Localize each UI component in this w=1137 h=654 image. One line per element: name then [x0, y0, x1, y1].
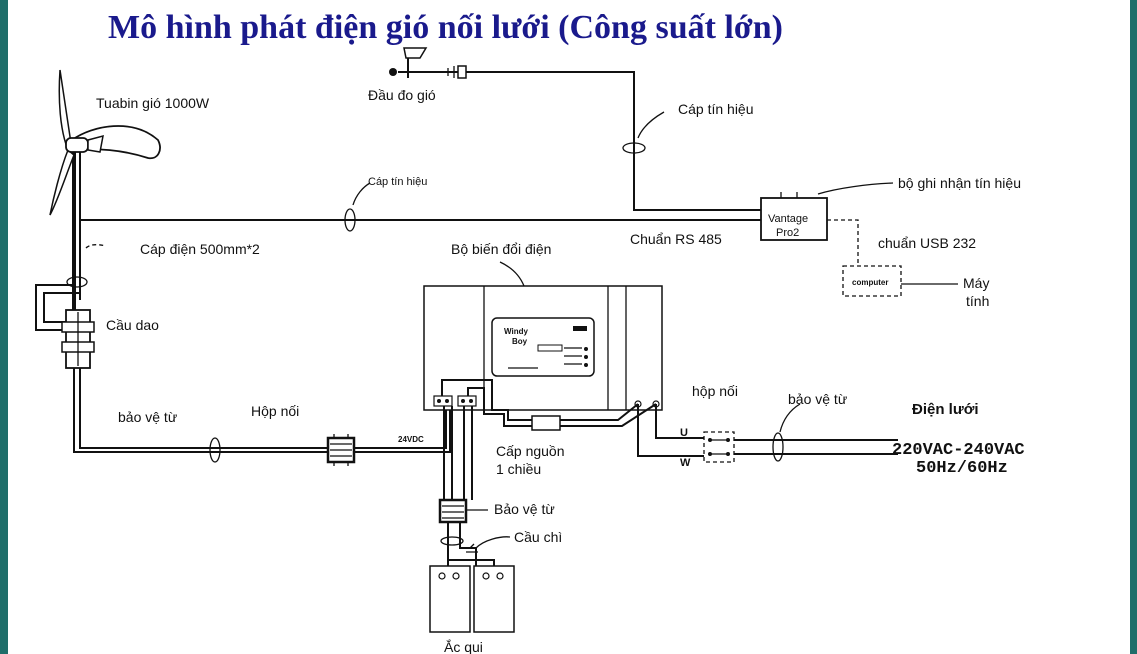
inverter-brand-2: Boy — [512, 337, 528, 346]
fuse-label: Cầu chì — [514, 529, 562, 545]
fuse-icon — [466, 543, 478, 553]
usb232-label: chuẩn USB 232 — [878, 235, 976, 251]
battery-icon-2 — [473, 565, 515, 633]
disconnect-switch-icon — [61, 309, 95, 369]
computer-label-1: Máy — [963, 275, 989, 291]
computer-box-label: computer — [852, 278, 888, 287]
cable-marker-protect-left — [209, 437, 221, 463]
junction-box-left-icon — [326, 434, 356, 466]
inverter-icon — [423, 285, 663, 411]
data-logger-label: bộ ghi nhận tín hiệu — [898, 175, 1021, 191]
grid-frequency: 50Hz/60Hz — [916, 459, 1008, 478]
junction-left-label: Hộp nối — [251, 403, 299, 419]
protect-right-label: bảo vệ từ — [788, 391, 847, 407]
inverter-brand-1: Windy — [504, 327, 528, 336]
power-cable-label: Cáp điện 500mm*2 — [140, 241, 260, 257]
logger-name-1: Vantage — [768, 213, 808, 225]
grid-voltage: 220VAC-240VAC — [892, 441, 1025, 460]
grid-label: Điện lưới — [912, 401, 979, 418]
rs485-label: Chuẩn RS 485 — [630, 231, 722, 247]
diagram-title: Mô hình phát điện gió nối lưới (Công suấ… — [108, 9, 783, 46]
dc-cable-label-1: Cấp nguồn — [496, 443, 565, 459]
data-logger-box — [760, 197, 828, 241]
battery-icon-1 — [429, 565, 471, 633]
wind-sensor-label: Đầu đo gió — [368, 87, 436, 103]
junction-box-battery-icon — [438, 498, 468, 524]
phase-w-label: W — [680, 457, 691, 469]
turbine-label: Tuabin gió 1000W — [96, 95, 210, 111]
switch-label: Cầu dao — [106, 317, 159, 333]
inverter-label: Bộ biến đổi điện — [451, 241, 551, 257]
wind-turbine-icon — [49, 69, 161, 310]
dc-cable-box — [531, 415, 561, 431]
diagram-frame: Mô hình phát điện gió nối lưới (Công suấ… — [8, 0, 1130, 654]
junction-box-right-icon — [703, 431, 735, 463]
cable-marker-protect-right — [772, 432, 784, 462]
cable-marker-battery — [440, 536, 464, 546]
vdc-label: 24VDC — [398, 435, 424, 444]
battery-label: Ắc qui — [444, 638, 483, 654]
protect-battery-label: Bảo vệ từ — [494, 501, 555, 517]
wiring-diagram: Mô hình phát điện gió nối lưới (Công suấ… — [35, 9, 1025, 654]
anemometer-icon — [389, 47, 468, 79]
signal-cable-top-label: Cáp tín hiệu — [678, 101, 754, 117]
phase-u-label: U — [680, 427, 688, 439]
cable-marker-power — [66, 276, 88, 288]
junction-right-label: hộp nối — [692, 383, 738, 399]
cable-marker-signal-top — [622, 142, 646, 154]
computer-label-2: tính — [966, 293, 989, 309]
logger-name-2: Pro2 — [776, 227, 799, 239]
signal-cable-mid-label: Cáp tín hiệu — [368, 176, 427, 188]
computer-icon — [842, 265, 902, 297]
dc-cable-label-2: 1 chiều — [496, 461, 541, 477]
protect-left-label: bảo vệ từ — [118, 409, 177, 425]
cable-marker-signal-mid — [344, 208, 356, 232]
